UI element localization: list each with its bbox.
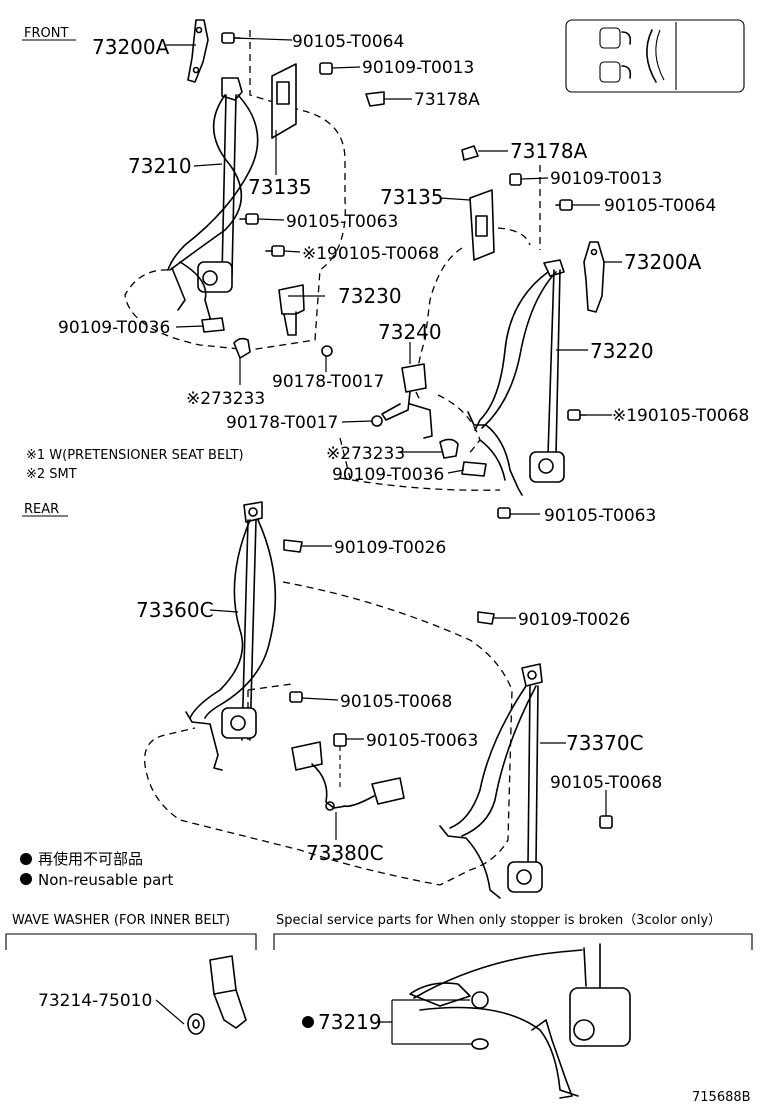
label-90109-T0036-left: 90109-T0036 (58, 318, 170, 338)
label-73230: 73230 (338, 284, 402, 308)
bolt-t0013-left[interactable] (319, 62, 333, 75)
label-90105-T0064-right: 90105-T0064 (604, 196, 716, 216)
label-73200A-right: 73200A (624, 250, 702, 274)
bolt-t0036-right[interactable] (461, 461, 487, 477)
part-73380C-buckle[interactable] (291, 741, 405, 811)
bolt-t0063-rear[interactable] (333, 733, 347, 790)
label-73233-right: ※273233 (326, 444, 405, 464)
clip-73178A-left[interactable] (365, 91, 385, 107)
part-73219-assembly[interactable] (409, 943, 631, 1099)
bolt-t0068-left[interactable] (265, 245, 285, 257)
note-smt: ※2 SMT (26, 467, 77, 482)
figure-id: 715688B (692, 1090, 751, 1105)
label-73220: 73220 (590, 339, 654, 363)
bolt-t0064-right[interactable] (555, 199, 573, 211)
part-73370C-belt[interactable] (439, 663, 543, 899)
front-right-seat-outline (339, 165, 541, 491)
part-73360C-belt[interactable] (185, 501, 277, 771)
nonreusable-dot-icon (302, 1016, 314, 1028)
part-73233-left[interactable] (233, 337, 251, 359)
bolt-t0026-left[interactable] (283, 539, 303, 553)
label-73210: 73210 (128, 154, 192, 178)
label-73240: 73240 (378, 320, 442, 344)
bolt-t0068-rear-left[interactable] (289, 691, 303, 703)
label-73219: 73219 (318, 1010, 382, 1034)
label-73360C: 73360C (136, 598, 214, 622)
part-73214-75010-buckle[interactable] (187, 955, 247, 1035)
label-90105-T0063-left: 90105-T0063 (286, 212, 398, 232)
label-90105-T0068-left: ※190105-T0068 (302, 244, 439, 264)
part-73200A-right[interactable] (583, 241, 605, 313)
label-73370C: 73370C (566, 731, 644, 755)
part-73135-right[interactable] (469, 189, 495, 261)
label-73233-left: ※273233 (186, 389, 265, 409)
label-73380C: 73380C (306, 841, 384, 865)
part-73233-right[interactable] (439, 438, 459, 459)
nonreusable-dot-icon (20, 873, 32, 885)
part-73200A-left[interactable] (187, 19, 209, 83)
label-90178-T0017-right: 90178-T0017 (226, 413, 338, 433)
nonreusable-dot-icon (20, 853, 32, 865)
bolt-t0013-right[interactable] (509, 173, 522, 186)
bolt-t0063-left[interactable] (239, 213, 259, 225)
label-90105-T0068-rear-right: 90105-T0068 (550, 773, 662, 793)
front-left-seat-outline (124, 30, 346, 351)
label-90109-T0026-left: 90109-T0026 (334, 538, 446, 558)
part-73135-left[interactable] (271, 63, 297, 139)
label-73178A-left: 73178A (414, 90, 480, 110)
part-73230-buckle[interactable] (278, 284, 305, 336)
clip-73178A-right[interactable] (461, 145, 479, 161)
nut-t0017-right[interactable] (371, 415, 383, 427)
part-73240-buckle[interactable] (381, 363, 433, 439)
wave-washer-heading: WAVE WASHER (FOR INNER BELT) (12, 913, 230, 928)
rear-section-label: REAR (24, 502, 59, 517)
label-73178A-right: 73178A (510, 139, 588, 163)
label-73200A-left: 73200A (92, 35, 170, 59)
label-73214-75010: 73214-75010 (38, 991, 152, 1011)
note-pretensioner: ※1 W(PRETENSIONER SEAT BELT) (26, 448, 244, 463)
label-90105-T0063-right: 90105-T0063 (544, 506, 656, 526)
bolt-t0063-right[interactable] (497, 507, 511, 519)
special-service-heading: Special service parts for When only stop… (276, 913, 721, 928)
label-90105-T0068-rear-left: 90105-T0068 (340, 692, 452, 712)
label-90109-T0013-right: 90109-T0013 (550, 169, 662, 189)
label-90109-T0026-right: 90109-T0026 (518, 610, 630, 630)
legend-nonreusable-en: Non-reusable part (38, 871, 173, 889)
label-90178-T0017-left: 90178-T0017 (272, 372, 384, 392)
legend-nonreusable-jp: 再使用不可部品 (38, 850, 143, 868)
part-73210-belt[interactable] (167, 77, 259, 329)
vehicle-location-inset (565, 19, 745, 93)
label-90109-T0036-right: 90109-T0036 (332, 465, 444, 485)
bolt-t0026-right[interactable] (477, 611, 495, 625)
label-73135-left: 73135 (248, 175, 312, 199)
bolt-t0036-left[interactable] (201, 317, 225, 333)
label-90109-T0013-left: 90109-T0013 (362, 58, 474, 78)
nut-t0017-left[interactable] (321, 345, 333, 357)
front-section-label: FRONT (24, 26, 68, 41)
label-90105-T0064-left: 90105-T0064 (292, 32, 404, 52)
part-73220-belt[interactable] (467, 259, 565, 496)
label-90105-T0068-right: ※190105-T0068 (612, 406, 749, 426)
bolt-t0068-rear-right[interactable] (599, 815, 613, 829)
label-90105-T0063-rear: 90105-T0063 (366, 731, 478, 751)
bolt-t0068-right[interactable] (567, 409, 587, 421)
label-73135-right: 73135 (380, 185, 444, 209)
